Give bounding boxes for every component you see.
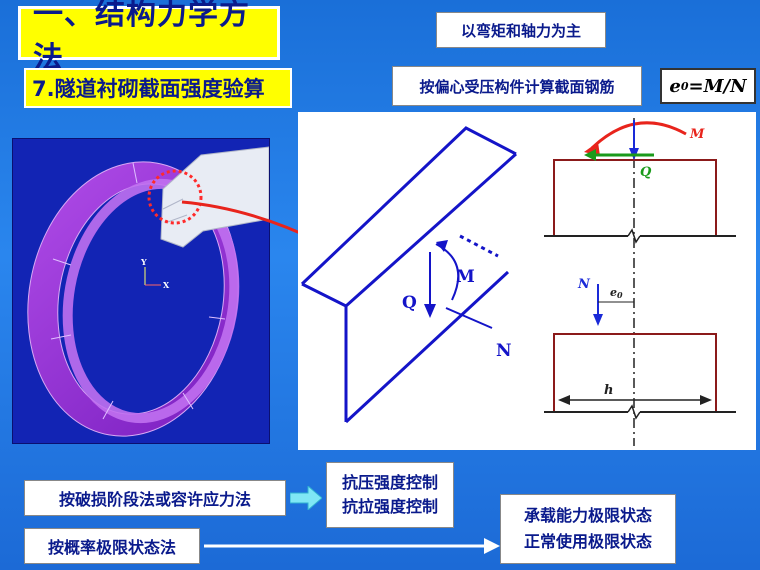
slide-title: 一、结构力学方法 <box>18 0 280 76</box>
ring-model-graphic: Y X <box>27 146 270 437</box>
beam-front-left <box>301 282 347 308</box>
beam-forces: Q M N <box>402 240 512 361</box>
ring-model-panel: Y X <box>12 138 270 444</box>
section-label-h: h <box>604 383 613 398</box>
arrow-to-limit-states <box>204 538 500 554</box>
beam-bottom-edge <box>344 270 510 424</box>
axis-triad: Y X <box>140 257 170 290</box>
beam-label-n: N <box>496 341 512 361</box>
note-section-rebar: 按偏心受压构件计算截面钢筋 <box>392 66 642 106</box>
beam-label-q: Q <box>402 293 417 313</box>
section-diagram-panel: M Q N e0 h <box>538 112 756 450</box>
beam-front-top <box>345 152 517 308</box>
slide-subtitle: 7.隧道衬砌截面强度验算 <box>24 68 292 108</box>
axis-y-label: Y <box>140 257 147 267</box>
limit-states-box: 承载能力极限状态 正常使用极限状态 <box>500 494 676 564</box>
beam-diagram: Q M N <box>300 126 517 424</box>
axis-x-label: X <box>163 280 170 290</box>
compressive-strength-control: 抗压强度控制 <box>341 473 438 492</box>
highlight-circle <box>147 169 203 225</box>
section-moment-arc <box>590 121 687 150</box>
ultimate-limit-state: 承载能力极限状态 <box>523 506 652 525</box>
section-label-m: M <box>689 127 705 142</box>
hand-shape <box>160 146 270 248</box>
beam-top-edge <box>300 126 517 286</box>
section-top-rect <box>553 159 717 236</box>
section-label-q: Q <box>640 165 652 180</box>
beam-hidden-edge <box>459 234 499 258</box>
formula-sub: 0 <box>680 79 689 93</box>
arrow-to-strength-control <box>290 486 322 510</box>
section-label-e: e0 <box>610 286 623 300</box>
tensile-strength-control: 抗拉强度控制 <box>341 497 438 516</box>
formula-e: e <box>669 75 681 97</box>
method-probabilistic-limit: 按概率极限状态法 <box>24 528 200 564</box>
section-bottom-rect <box>553 333 717 412</box>
beam-diagram-panel: Q M N <box>298 112 538 450</box>
section-diagram: M Q N e0 h <box>544 118 736 446</box>
serviceability-limit-state: 正常使用极限状态 <box>523 532 652 551</box>
strength-control-box: 抗压强度控制 抗拉强度控制 <box>326 462 454 528</box>
beam-label-m: M <box>456 267 475 287</box>
section-label-n: N <box>577 277 591 292</box>
note-main-forces: 以弯矩和轴力为主 <box>436 12 606 48</box>
formula-rest: =M/N <box>688 75 747 97</box>
method-destructive-stage: 按破损阶段法或容许应力法 <box>24 480 286 516</box>
